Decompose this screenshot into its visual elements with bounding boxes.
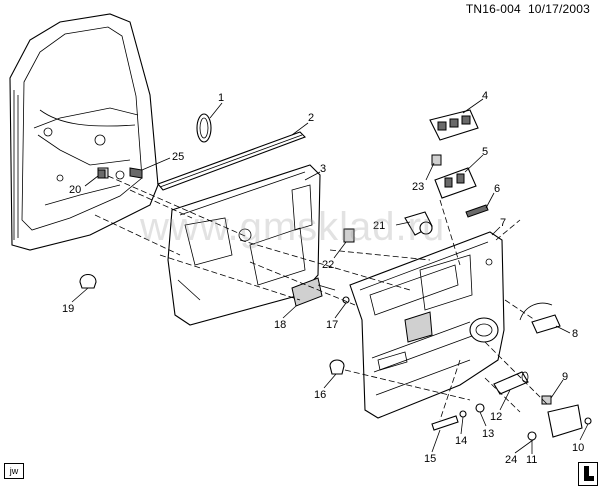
callout-10: 10 (572, 442, 584, 454)
diagram-header: TN16-004 10/17/2003 (466, 2, 590, 16)
callout-17: 17 (326, 319, 338, 331)
part-7-trim-panel (349, 231, 505, 419)
part-17-screw (342, 296, 350, 304)
callout-12: 12 (490, 411, 502, 423)
seat-symbol-icon (578, 462, 598, 486)
part-3-panel (167, 164, 321, 326)
part-1-grommet (196, 113, 212, 143)
callout-7: 7 (500, 217, 506, 229)
callout-15: 15 (424, 453, 436, 465)
callout-24: 24 (505, 454, 517, 466)
callout-23: 23 (412, 181, 424, 193)
part-21-actuator (404, 211, 433, 236)
part-14-plug (459, 410, 467, 418)
callout-3: 3 (320, 163, 326, 175)
part-25-clip (129, 167, 143, 179)
illustrator-badge: jw (4, 463, 24, 479)
callout-20: 20 (69, 184, 81, 196)
part-13-clip (475, 403, 485, 413)
part-10-screw (584, 417, 592, 425)
part-19-plug (79, 273, 97, 289)
part-15-bezel (431, 415, 459, 431)
part-6-clip (465, 204, 489, 218)
part-24-retainer (527, 431, 537, 441)
part-16-clip (329, 359, 345, 375)
callout-6: 6 (494, 183, 500, 195)
callout-14: 14 (455, 435, 467, 447)
part-5-lock-switch (434, 167, 477, 199)
diagram-date: 10/17/2003 (527, 2, 590, 16)
callout-18: 18 (274, 319, 286, 331)
callout-21: 21 (373, 220, 385, 232)
leader-lines (71, 98, 589, 454)
part-2-weatherstrip (157, 131, 306, 191)
callout-19: 19 (62, 303, 74, 315)
callout-9: 9 (562, 371, 568, 383)
callout-25: 25 (172, 151, 184, 163)
part-20-clip (97, 169, 106, 179)
callout-2: 2 (308, 112, 314, 124)
callout-5: 5 (482, 146, 488, 158)
callout-1: 1 (218, 92, 224, 104)
callout-16: 16 (314, 389, 326, 401)
assembly-lines (94, 175, 549, 421)
part-18-handle (291, 277, 336, 307)
part-12-pull-handle (493, 371, 529, 395)
diagram-code: TN16-004 (465, 2, 521, 16)
callout-8: 8 (572, 328, 578, 340)
door-frame (9, 13, 159, 251)
part-23-switch (431, 154, 442, 166)
part-11-cover (547, 404, 583, 438)
part-8-lamp-harness (519, 302, 561, 334)
callout-11: 11 (526, 454, 537, 466)
callout-4: 4 (482, 90, 488, 102)
callout-13: 13 (482, 428, 494, 440)
part-22-clip (343, 228, 355, 243)
callout-labels: 1 2 3 4 5 6 7 8 9 10 11 12 13 14 15 16 1… (62, 90, 584, 466)
part-4-window-switch (429, 109, 479, 141)
seat-icon (584, 466, 594, 481)
callout-22: 22 (322, 259, 334, 271)
part-9-clip (541, 395, 552, 405)
